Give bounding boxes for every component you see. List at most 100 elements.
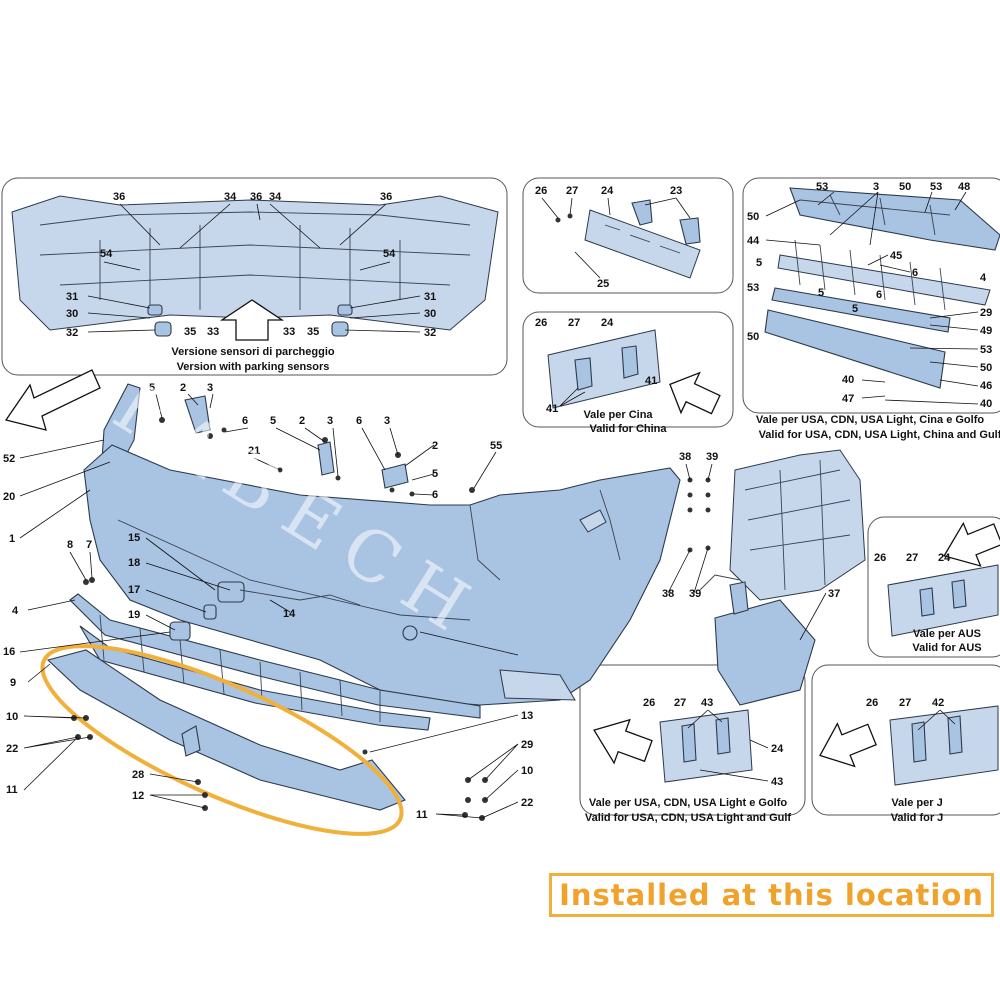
panel-japan: 26 27 42 Vale per J Valid for J xyxy=(811,664,1000,824)
caption-aus-en: Valid for AUS xyxy=(912,642,981,654)
callout: 3 xyxy=(207,382,213,394)
callout: 19 xyxy=(128,609,140,621)
callout: 47 xyxy=(842,393,854,405)
callout: 24 xyxy=(771,743,784,755)
caption-j-it: Vale per J xyxy=(891,797,942,809)
callout: 9 xyxy=(10,677,16,689)
front-direction-arrow xyxy=(4,369,101,431)
callout: 5 xyxy=(756,257,762,269)
callout: 3 xyxy=(327,415,333,427)
caption-parking-it: Versione sensori di parcheggio xyxy=(171,346,334,358)
callout: 1 xyxy=(9,533,15,545)
callout: 5 xyxy=(852,303,858,315)
fog-light xyxy=(714,599,816,706)
caption-j-en: Valid for J xyxy=(891,812,944,824)
callout: 21 xyxy=(248,445,260,457)
callout: 36 xyxy=(250,191,262,203)
callout: 28 xyxy=(132,769,144,781)
callout: 18 xyxy=(128,557,140,569)
panel-plate-bracket: 26 27 24 23 25 xyxy=(522,177,734,294)
callout: 26 xyxy=(643,697,655,709)
callout: 34 xyxy=(269,191,282,203)
callout: 2 xyxy=(299,415,305,427)
callout: 27 xyxy=(568,317,580,329)
callout: 34 xyxy=(224,191,237,203)
lower-lip-spoiler xyxy=(46,649,406,811)
callout: 15 xyxy=(128,532,140,544)
callout: 17 xyxy=(128,584,140,596)
callout: 33 xyxy=(207,326,219,338)
panel-usa-china-gulf: 53 3 50 53 48 50 44 45 5 6 4 53 5 6 5 29… xyxy=(742,177,1000,441)
panel-usa-gulf: 26 27 43 24 43 Vale per USA, CDN, USA Li… xyxy=(579,664,806,824)
caption-usa-gulf-it: Vale per USA, CDN, USA Light e Golfo xyxy=(589,797,788,809)
callout: 41 xyxy=(645,375,657,387)
callout: 38 xyxy=(662,588,674,600)
callout: 3 xyxy=(384,415,390,427)
callout: 55 xyxy=(490,440,502,452)
callout: 43 xyxy=(771,776,783,788)
panel-china: 26 27 24 41 41 Vale per Cina Valid for C… xyxy=(522,311,734,435)
caption-aus-it: Vale per AUS xyxy=(913,628,981,640)
callout: 53 xyxy=(816,181,828,193)
callout: 16 xyxy=(3,646,15,658)
panel-aus: 26 27 24 Vale per AUS Valid for AUS xyxy=(867,516,1000,658)
caption-usa-china-it: Vale per USA, CDN, USA Light, Cina e Gol… xyxy=(756,414,984,426)
direction-arrow-up xyxy=(219,299,285,341)
callout: 27 xyxy=(674,697,686,709)
caption-china-it: Vale per Cina xyxy=(583,409,653,421)
callout: 53 xyxy=(930,181,942,193)
callout: 50 xyxy=(747,211,759,223)
callout: 41 xyxy=(546,403,558,415)
callout: 31 xyxy=(424,291,436,303)
callout: 50 xyxy=(899,181,911,193)
callout: 32 xyxy=(424,327,436,339)
callout: 2 xyxy=(432,440,438,452)
bumper-cover xyxy=(83,444,681,706)
callout: 30 xyxy=(66,308,78,320)
callout: 45 xyxy=(890,250,902,262)
callout: 40 xyxy=(980,398,992,410)
highlight-ellipse xyxy=(40,644,404,836)
callout: 24 xyxy=(938,552,951,564)
caption-usa-gulf-en: Valid for USA, CDN, USA Light and Gulf xyxy=(585,812,791,824)
caption-china-en: Valid for China xyxy=(589,423,667,435)
callout: 5 xyxy=(270,415,276,427)
callout: 54 xyxy=(383,248,396,260)
callout: 53 xyxy=(980,344,992,356)
callout: 29 xyxy=(521,739,533,751)
callout: 37 xyxy=(828,588,840,600)
callout: 46 xyxy=(980,380,992,392)
callout: 23 xyxy=(670,185,682,197)
callout: 6 xyxy=(356,415,362,427)
callout: 29 xyxy=(980,307,992,319)
callout: 27 xyxy=(906,552,918,564)
caption-parking-en: Version with parking sensors xyxy=(177,361,330,373)
callout: 44 xyxy=(747,235,760,247)
callout: 20 xyxy=(3,491,15,503)
callout: 7 xyxy=(86,539,92,551)
callout: 14 xyxy=(283,608,296,620)
callout: 13 xyxy=(521,710,533,722)
callout: 53 xyxy=(747,282,759,294)
callout: 48 xyxy=(958,181,970,193)
installation-banner: Installed at this location xyxy=(549,873,994,917)
callout: 22 xyxy=(6,743,18,755)
direction-arrow xyxy=(669,371,721,415)
callout: 6 xyxy=(432,489,438,501)
callout: 12 xyxy=(132,790,144,802)
callout: 11 xyxy=(416,809,428,821)
callout: 6 xyxy=(242,415,248,427)
callout: 4 xyxy=(980,272,987,284)
direction-arrow xyxy=(943,521,1000,567)
callout: 24 xyxy=(601,185,614,197)
callout: 3 xyxy=(873,181,879,193)
callout: 25 xyxy=(597,278,609,290)
callout: 30 xyxy=(424,308,436,320)
caption-usa-china-en: Valid for USA, CDN, USA Light, China and… xyxy=(759,429,1000,441)
callout: 4 xyxy=(12,605,19,617)
callout: 10 xyxy=(521,765,533,777)
callout: 54 xyxy=(100,248,113,260)
callout: 26 xyxy=(535,317,547,329)
callout: 5 xyxy=(432,468,438,480)
